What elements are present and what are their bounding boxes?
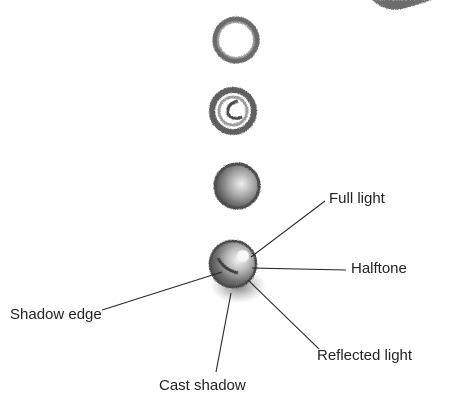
sphere-stage-1-outline xyxy=(215,19,257,61)
leader-reflected-light xyxy=(248,280,319,349)
corner-smudge xyxy=(372,0,432,10)
sphere-stage-3-tonal xyxy=(215,164,259,208)
label-halftone: Halftone xyxy=(351,260,407,278)
label-shadow-edge: Shadow edge xyxy=(10,306,102,324)
leader-halftone xyxy=(252,268,346,270)
sphere-stage-4-finished xyxy=(210,241,266,303)
label-reflected-light: Reflected light xyxy=(317,347,412,365)
leader-shadow-edge xyxy=(102,272,222,310)
leader-cast-shadow xyxy=(216,293,231,372)
leader-full-light xyxy=(251,201,325,257)
label-cast-shadow: Cast shadow xyxy=(159,377,246,395)
label-full-light: Full light xyxy=(329,190,385,208)
sphere-stage-2-highlight-mapping xyxy=(212,90,254,132)
